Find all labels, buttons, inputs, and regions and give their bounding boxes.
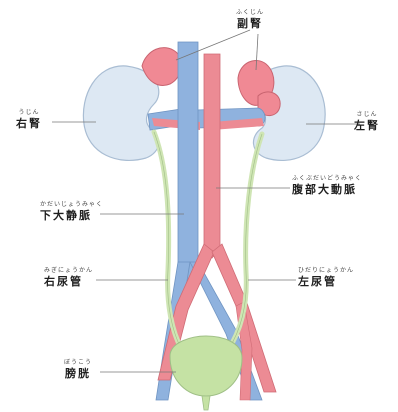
- label-right-kidney-text: 右腎: [16, 118, 42, 129]
- label-aorta: ふくぶだいどうみゃく 腹部大動脈: [292, 176, 362, 195]
- label-right-ureter-ruby: みぎにょうかん: [44, 268, 93, 274]
- urethra: [202, 396, 210, 410]
- label-right-kidney-ruby: うじん: [16, 110, 42, 116]
- label-left-ureter: ひだりにょうかん 左尿管: [298, 268, 354, 287]
- label-aorta-text: 腹部大動脈: [292, 184, 362, 195]
- label-left-kidney-text: 左腎: [354, 120, 380, 131]
- label-left-kidney-ruby: さじん: [354, 112, 380, 118]
- label-bladder: ぼうこう 膀胱: [64, 360, 92, 379]
- label-adrenal-text: 副腎: [236, 18, 264, 29]
- label-left-ureter-text: 左尿管: [298, 276, 354, 287]
- label-right-ureter-text: 右尿管: [44, 276, 93, 287]
- abdominal-aorta: [204, 54, 220, 258]
- label-bladder-ruby: ぼうこう: [64, 360, 92, 366]
- label-vena-cava-text: 下大静脈: [40, 210, 103, 221]
- right-kidney: [83, 66, 158, 161]
- label-aorta-ruby: ふくぶだいどうみゃく: [292, 176, 362, 182]
- label-bladder-text: 膀胱: [64, 368, 92, 379]
- label-right-ureter: みぎにょうかん 右尿管: [44, 268, 93, 287]
- label-vena-cava: かだいじょうみゃく 下大静脈: [40, 202, 103, 221]
- label-left-kidney: さじん 左腎: [354, 112, 380, 131]
- label-vena-cava-ruby: かだいじょうみゃく: [40, 202, 103, 208]
- label-left-ureter-ruby: ひだりにょうかん: [298, 268, 354, 274]
- label-adrenal-ruby: ふくじん: [236, 10, 264, 16]
- label-right-kidney: うじん 右腎: [16, 110, 42, 129]
- bladder: [170, 336, 242, 396]
- inferior-vena-cava: [176, 42, 198, 300]
- label-adrenal: ふくじん 副腎: [236, 10, 264, 29]
